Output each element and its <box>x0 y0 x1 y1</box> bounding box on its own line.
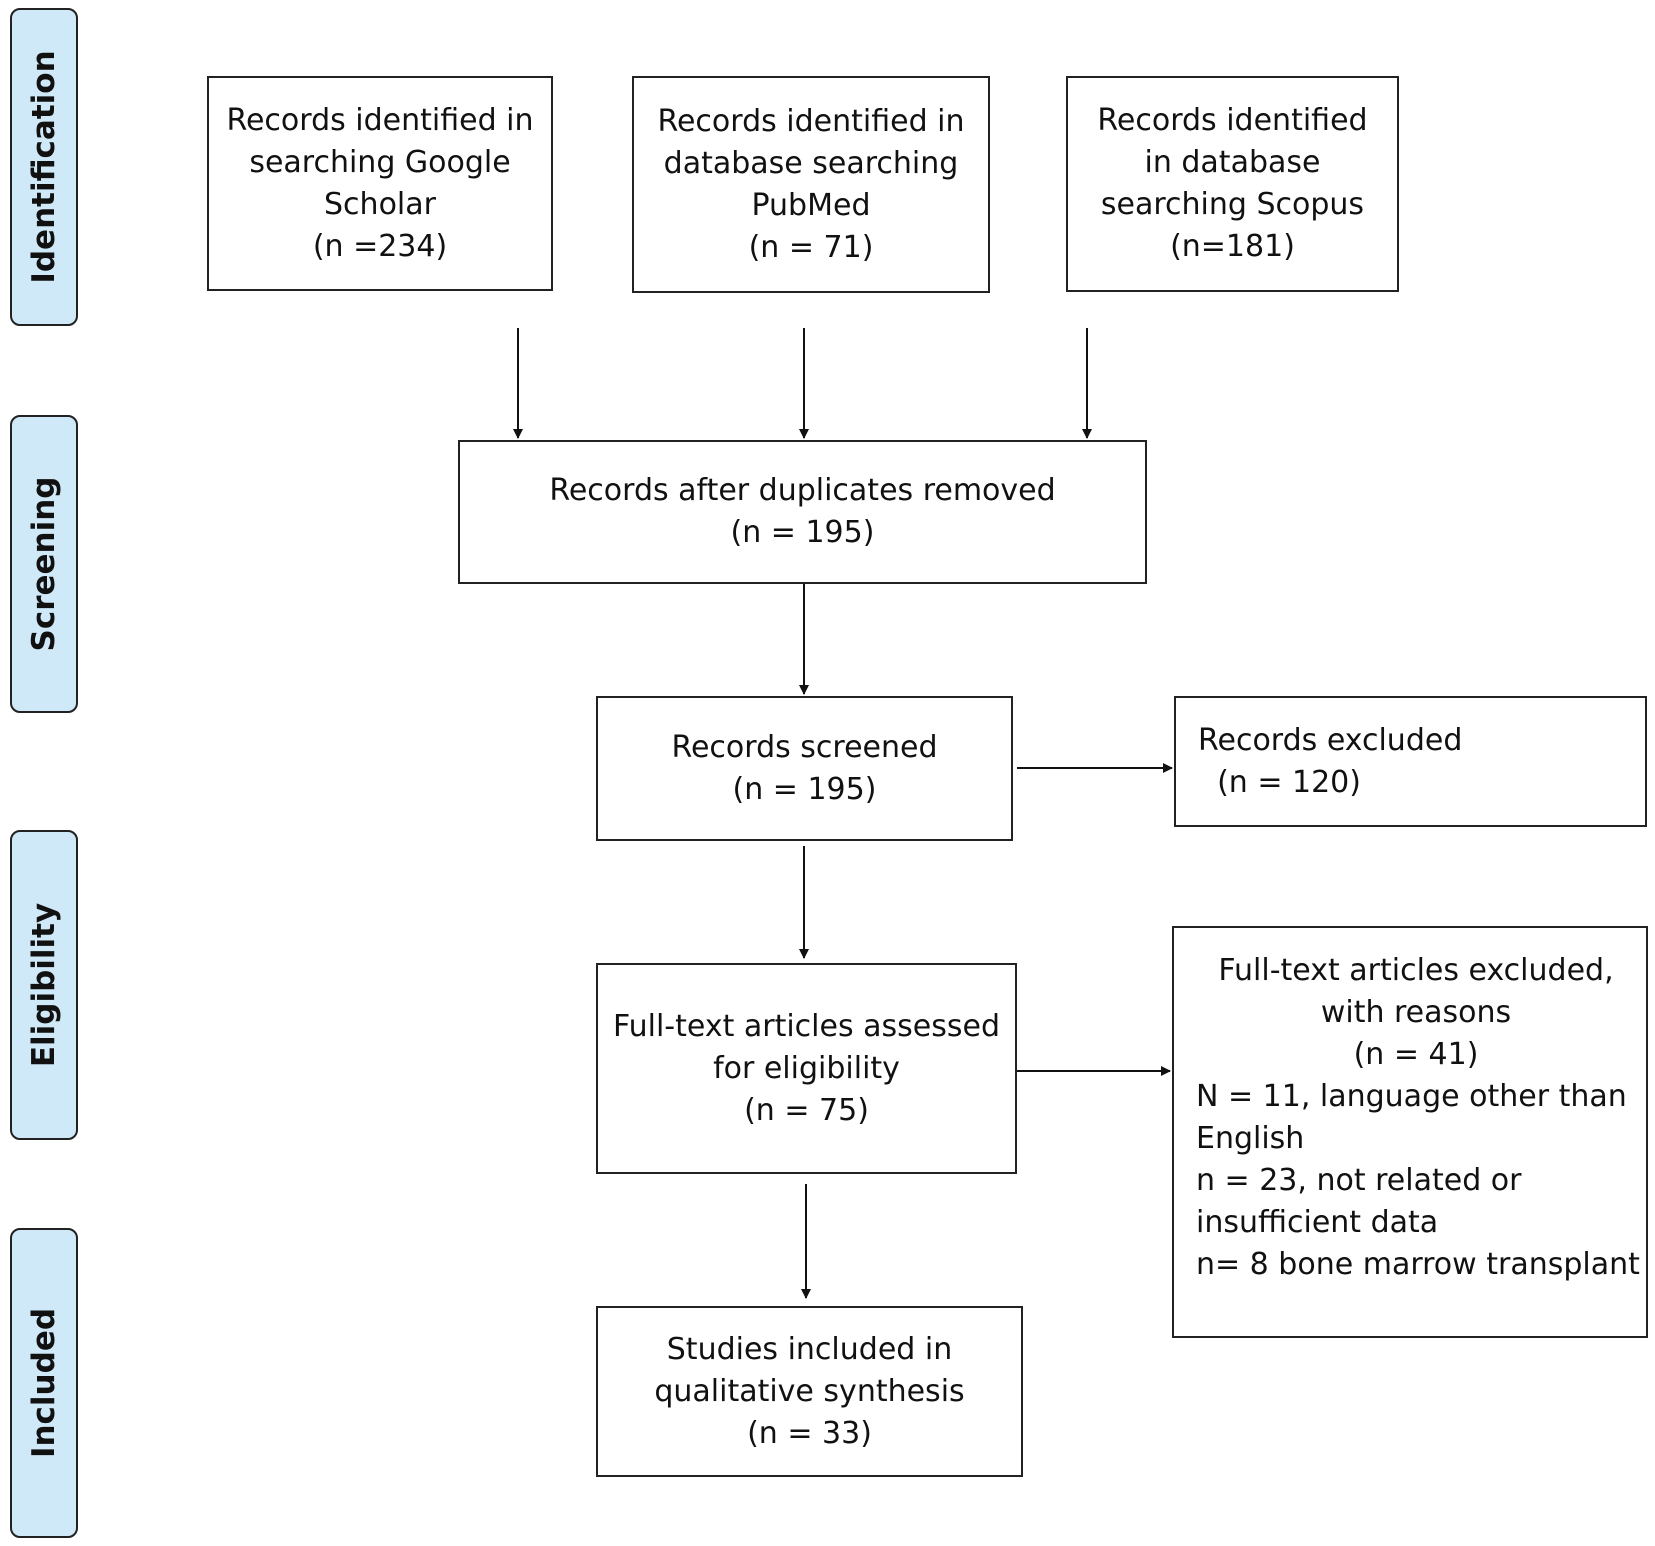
box-records-excluded: Records excluded (n = 120) <box>1174 696 1647 827</box>
box-studies-included: Studies included in qualitative synthesi… <box>596 1306 1023 1477</box>
box-line: (n = 120) <box>1198 764 1361 800</box>
box-line: qualitative synthesis <box>654 1373 965 1409</box>
box-line: Records excluded <box>1198 722 1463 758</box>
box-line: (n =234) <box>312 228 448 264</box>
box-line: n= 8 bone marrow transplant <box>1196 1247 1640 1282</box>
box-line: for eligibility <box>713 1050 900 1086</box>
box-line: Records identified in <box>226 102 534 138</box>
box-line: PubMed <box>751 187 871 223</box>
box-line: database searching <box>663 145 959 181</box>
box-line: (n = 75) <box>744 1092 869 1128</box>
box-line: Records identified <box>1097 103 1368 138</box>
stage-included: Included <box>10 1228 78 1538</box>
box-line: Records identified in <box>657 103 965 139</box>
box-line: n = 23, not related or <box>1196 1163 1522 1198</box>
box-line: N = 11, language other than <box>1196 1079 1627 1114</box>
box-google-scholar: Records identified in searching Google S… <box>207 76 553 291</box>
box-line: searching Scopus <box>1100 187 1365 222</box>
stage-eligibility: Eligibility <box>10 830 78 1140</box>
box-fulltext-excluded: Full-text articles excluded, with reason… <box>1172 926 1648 1338</box>
box-line: Studies included in <box>666 1331 953 1367</box>
box-line: Records after duplicates removed <box>549 473 1056 508</box>
box-line: Full-text articles excluded, <box>1218 953 1614 988</box>
box-line: searching Google <box>249 144 511 180</box>
box-line: (n = 71) <box>748 229 874 265</box>
box-line: (n = 33) <box>747 1415 872 1451</box>
box-line: insufficient data <box>1196 1205 1439 1240</box>
box-records-screened: Records screened (n = 195) <box>596 696 1013 841</box>
box-fulltext-assessed: Full-text articles assessed for eligibil… <box>596 963 1017 1174</box>
box-line: (n = 41) <box>1353 1037 1479 1072</box>
stage-screening: Screening <box>10 415 78 713</box>
box-line: Records screened <box>671 729 938 765</box>
box-line: in database <box>1144 145 1321 180</box>
box-line: with reasons <box>1320 995 1512 1030</box>
box-pubmed: Records identified in database searching… <box>632 76 990 293</box>
box-line: English <box>1196 1121 1305 1156</box>
box-scopus: Records identified in database searching… <box>1066 76 1399 292</box>
box-line: (n = 195) <box>730 515 875 550</box>
box-line: (n = 195) <box>732 771 877 807</box>
box-line: Scholar <box>324 186 436 222</box>
box-duplicates-removed: Records after duplicates removed (n = 19… <box>458 440 1147 584</box>
stage-identification: Identification <box>10 8 78 326</box>
box-line: Full-text articles assessed <box>613 1008 1000 1044</box>
box-line: (n=181) <box>1170 229 1295 264</box>
